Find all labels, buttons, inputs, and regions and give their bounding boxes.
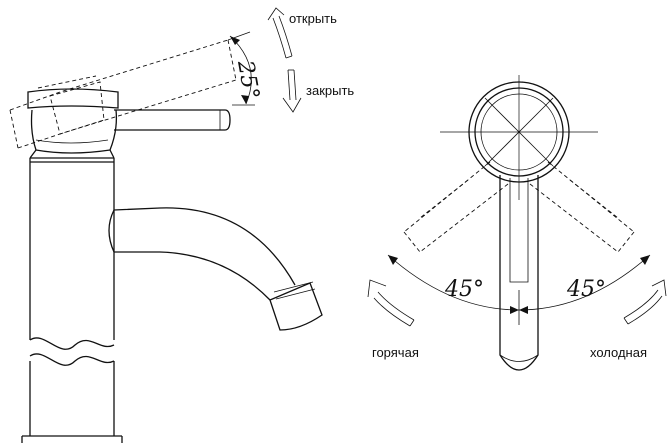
lever-top-hot-dashed — [403, 161, 509, 253]
lift-angle-label: 25° — [232, 58, 264, 102]
right-angle-label: 45° — [566, 277, 606, 302]
lever-top-center — [499, 175, 539, 371]
top-view: 45° 45° горячая холодная — [367, 75, 667, 371]
handle-base — [27, 88, 119, 159]
rotation-angle-indicator — [387, 254, 651, 325]
hot-arrow — [367, 279, 415, 327]
lever-closed — [114, 109, 231, 131]
cold-label: холодная — [590, 345, 647, 360]
lift-angle-indicator: 25° — [227, 31, 264, 106]
lever-top-cold-dashed — [529, 161, 635, 253]
left-angle-label: 45° — [444, 277, 484, 302]
open-arrow — [267, 7, 293, 59]
hot-label: горячая — [372, 345, 419, 360]
spout — [108, 207, 323, 331]
handle-head — [468, 81, 570, 183]
cold-arrow — [623, 279, 667, 325]
open-label: открыть — [289, 11, 337, 26]
side-view: 25° открыть закрыть — [9, 7, 354, 443]
close-arrow — [282, 69, 302, 113]
faucet-body — [21, 157, 123, 443]
lever-open-dashed — [9, 39, 237, 149]
close-label: закрыть — [306, 83, 354, 98]
